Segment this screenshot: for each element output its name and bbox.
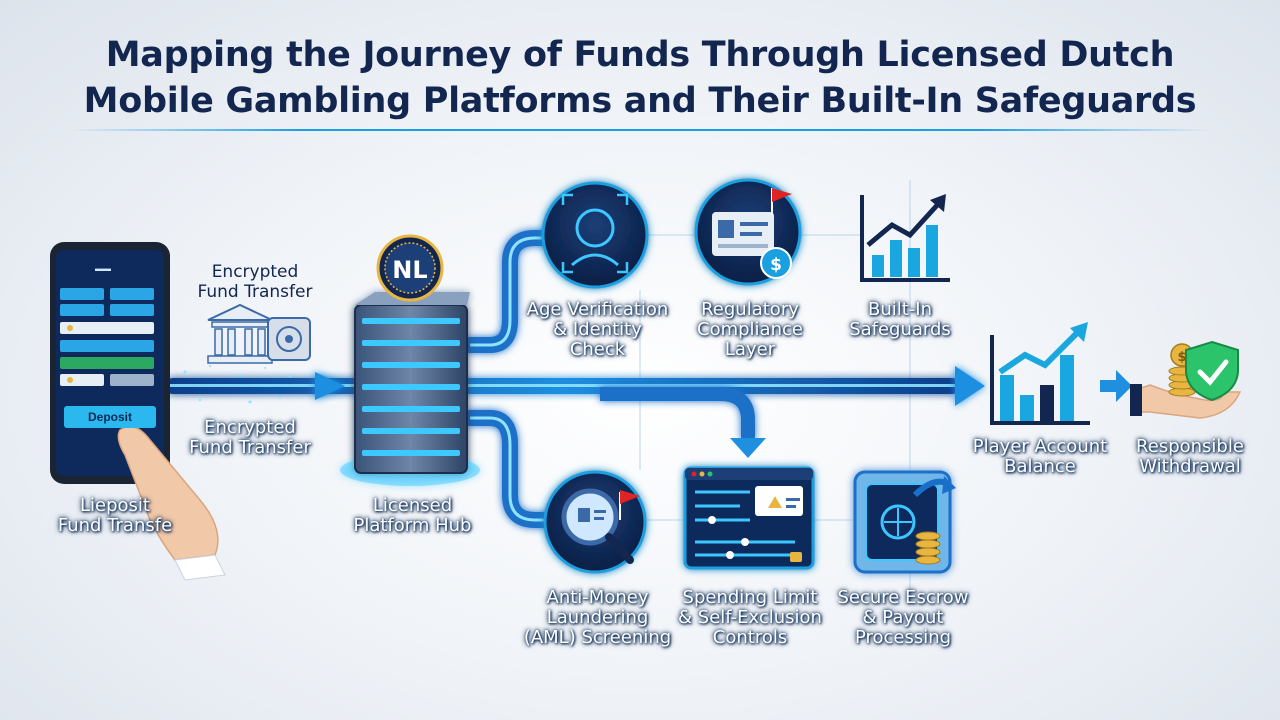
secure-escrow-icon — [853, 470, 956, 574]
server-hub-icon — [340, 292, 480, 486]
down-branch-pipe — [600, 387, 755, 440]
title-divider — [70, 129, 1210, 131]
safeguards-label: Built-In Safeguards — [835, 300, 965, 340]
transfer-top-line2: Fund Transfer — [197, 282, 313, 302]
transfer-bottom-line2: Fund Transfer — [189, 437, 311, 458]
regulatory-compliance-icon: $ — [694, 178, 802, 286]
regulatory-line2: Compliance — [697, 319, 803, 340]
transfer-bottom-line1: Encrypted — [204, 417, 296, 438]
transfer-top-line1: Encrypted — [211, 262, 299, 282]
hand-icon — [117, 425, 226, 581]
page-title: Mapping the Journey of Funds Through Lic… — [0, 32, 1280, 124]
phone-caption-line1: Lieposit — [80, 495, 150, 516]
hub-label: Licensed Platform Hub — [340, 496, 485, 536]
phone-caption-line2: Fund Transfe — [57, 515, 173, 536]
age-line2: & Identity — [553, 319, 642, 340]
svg-text:$: $ — [770, 255, 782, 275]
responsible-withdrawal-icon: $ — [1130, 340, 1242, 419]
safeguards-line2: Safeguards — [849, 319, 951, 340]
aml-screening-icon — [543, 470, 647, 574]
arrow-down-to-limits — [730, 438, 766, 458]
age-verification-icon — [541, 181, 649, 289]
age-line3: Check — [569, 339, 626, 360]
arrow-to-hub — [315, 372, 345, 400]
limits-line1: Spending Limit — [682, 587, 818, 608]
title-line-2: Mobile Gambling Platforms and Their Buil… — [83, 81, 1197, 121]
aml-label: Anti-Money Laundering (AML) Screening — [515, 588, 680, 648]
withdrawal-line2: Withdrawal — [1139, 456, 1241, 477]
balance-chart-icon — [990, 322, 1090, 425]
aml-line2: Laundering — [546, 607, 649, 628]
nl-badge-text: NL — [392, 256, 427, 284]
balance-line1: Player Account — [972, 436, 1108, 457]
balance-line2: Balance — [1004, 456, 1076, 477]
escrow-line2: & Payout — [862, 607, 944, 628]
title-line-1: Mapping the Journey of Funds Through Lic… — [105, 35, 1175, 75]
bank-vault-icon — [207, 303, 311, 364]
withdrawal-label: Responsible Withdrawal — [1115, 437, 1265, 477]
balance-label: Player Account Balance — [960, 437, 1120, 477]
limits-line3: Controls — [712, 627, 788, 648]
regulatory-line1: Regulatory — [701, 299, 799, 320]
hub-line1: Licensed — [372, 495, 453, 516]
limits-label: Spending Limit & Self-Exclusion Controls — [670, 588, 830, 648]
limits-line2: & Self-Exclusion — [678, 607, 822, 628]
aml-line1: Anti-Money — [546, 587, 649, 608]
spending-limits-icon — [683, 466, 815, 570]
transfer-bottom-label: Encrypted Fund Transfer — [175, 418, 325, 458]
age-line1: Age Verification — [526, 299, 669, 320]
escrow-line3: Processing — [854, 627, 952, 648]
growth-chart-icon — [860, 194, 950, 282]
main-flow-pipe — [165, 378, 960, 394]
escrow-line1: Secure Escrow — [837, 587, 969, 608]
regulatory-label: Regulatory Compliance Layer — [680, 300, 820, 360]
escrow-label: Secure Escrow & Payout Processing — [828, 588, 978, 648]
aml-line3: (AML) Screening — [523, 627, 672, 648]
hub-line2: Platform Hub — [353, 515, 472, 536]
safeguards-line1: Built-In — [867, 299, 933, 320]
phone-header: ▬▬ — [95, 264, 111, 273]
transfer-top-label: Encrypted Fund Transfer — [180, 262, 330, 302]
phone-caption: Lieposit Fund Transfe — [40, 496, 190, 536]
svg-text:$: $ — [1177, 350, 1186, 365]
age-verification-label: Age Verification & Identity Check — [515, 300, 680, 360]
nl-badge-icon: NL — [376, 234, 444, 302]
arrow-to-balance — [955, 366, 985, 406]
arrow-to-withdrawal — [1116, 370, 1132, 402]
withdrawal-line1: Responsible — [1136, 436, 1244, 457]
deposit-button[interactable]: Deposit — [64, 406, 156, 428]
regulatory-line3: Layer — [724, 339, 776, 360]
